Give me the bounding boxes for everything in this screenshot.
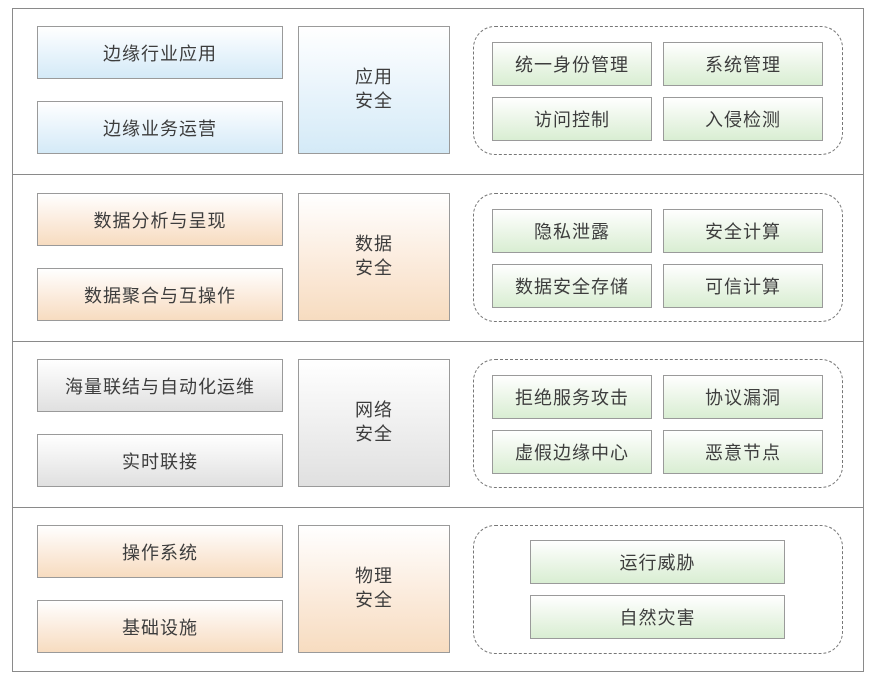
- net-security-box: 网络 安全: [298, 359, 450, 487]
- app-threat-system: 系统管理: [663, 42, 823, 86]
- phys-item-infra: 基础设施: [37, 600, 283, 653]
- net-threat-group: 拒绝服务攻击 协议漏洞 虚假边缘中心 恶意节点: [473, 359, 843, 488]
- net-threat-fake-edge: 虚假边缘中心: [492, 430, 652, 474]
- net-security-label-2: 安全: [355, 424, 393, 445]
- layer-physical: 操作系统 基础设施 物理 安全 运行威胁 自然灾害: [12, 507, 864, 672]
- layer-network: 海量联结与自动化运维 实时联接 网络 安全 拒绝服务攻击 协议漏洞 虚假边缘中心…: [12, 341, 864, 508]
- app-security-label-2: 安全: [355, 91, 393, 112]
- phys-security-box: 物理 安全: [298, 525, 450, 653]
- data-threat-group: 隐私泄露 安全计算 数据安全存储 可信计算: [473, 193, 843, 322]
- phys-threat-group: 运行威胁 自然灾害: [473, 525, 843, 654]
- net-threat-malicious-node: 恶意节点: [663, 430, 823, 474]
- data-threat-secure-compute: 安全计算: [663, 209, 823, 253]
- phys-security-label-2: 安全: [355, 590, 393, 611]
- app-security-box: 应用 安全: [298, 26, 450, 154]
- data-item-analysis: 数据分析与呈现: [37, 193, 283, 246]
- app-threat-access: 访问控制: [492, 97, 652, 141]
- data-threat-privacy: 隐私泄露: [492, 209, 652, 253]
- phys-threat-operation: 运行威胁: [530, 540, 785, 584]
- app-item-industry: 边缘行业应用: [37, 26, 283, 79]
- layer-data: 数据分析与呈现 数据聚合与互操作 数据 安全 隐私泄露 安全计算 数据安全存储 …: [12, 175, 864, 342]
- net-threat-dos: 拒绝服务攻击: [492, 375, 652, 419]
- data-item-aggregation: 数据聚合与互操作: [37, 268, 283, 321]
- layer-application: 边缘行业应用 边缘业务运营 应用 安全 统一身份管理 系统管理 访问控制 入侵检…: [12, 8, 864, 175]
- phys-threat-disaster: 自然灾害: [530, 595, 785, 639]
- diagram-frame: [12, 8, 864, 672]
- app-threat-intrusion: 入侵检测: [663, 97, 823, 141]
- phys-security-label-1: 物理: [355, 566, 393, 587]
- app-threat-group: 统一身份管理 系统管理 访问控制 入侵检测: [473, 26, 843, 155]
- net-item-realtime: 实时联接: [37, 434, 283, 487]
- data-threat-trusted-compute: 可信计算: [663, 264, 823, 308]
- phys-item-os: 操作系统: [37, 525, 283, 578]
- data-security-label-2: 安全: [355, 258, 393, 279]
- net-security-label-1: 网络: [355, 400, 393, 421]
- app-item-operations: 边缘业务运营: [37, 101, 283, 154]
- app-security-label-1: 应用: [355, 67, 393, 88]
- data-security-label-1: 数据: [355, 234, 393, 255]
- data-security-box: 数据 安全: [298, 193, 450, 321]
- net-threat-protocol: 协议漏洞: [663, 375, 823, 419]
- net-item-massive-connect: 海量联结与自动化运维: [37, 359, 283, 412]
- data-threat-storage: 数据安全存储: [492, 264, 652, 308]
- app-threat-identity: 统一身份管理: [492, 42, 652, 86]
